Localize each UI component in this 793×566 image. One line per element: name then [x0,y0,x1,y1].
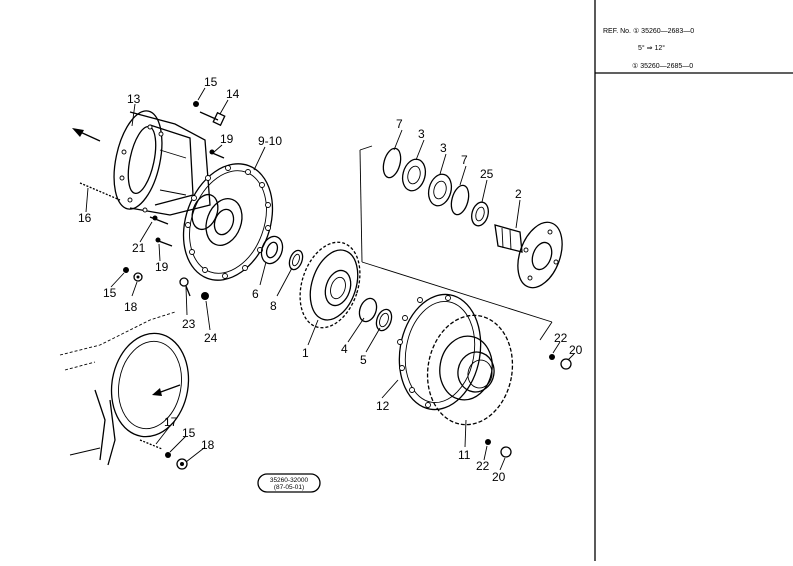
callout-5: 5 [360,353,367,367]
direction-arrow [72,128,101,142]
snap-ring-7-left [382,147,402,179]
nut-18-bottom [176,458,188,470]
part-23 [179,277,191,297]
washer-15-bottom [165,452,171,458]
callout-22-bottom: 22 [476,459,490,473]
callout-15-left: 15 [103,286,117,300]
callout-8: 8 [270,299,277,313]
washer-5 [375,308,393,332]
bolt-14 [199,111,226,127]
callout-22-top: 22 [554,331,568,345]
nut-20-top [560,358,572,370]
callout-7-right: 7 [461,153,468,167]
output-flange-shaft-2 [494,221,563,289]
callout-20-bottom: 20 [492,470,506,484]
callout-9-10: 9-10 [258,134,282,148]
callout-18-bottom: 18 [201,438,215,452]
callout-18-left: 18 [124,300,138,314]
nut-20-bottom [500,446,512,458]
callout-17: 17 [164,415,178,429]
bearing-3-left [401,158,427,192]
ref-angle: 5° ⇒ 12° [638,44,665,52]
transmission-housing-lower-left [59,311,190,466]
diagram-id-number: 35260-32000 [270,477,309,484]
bearing-subassembly-bracket [359,145,553,341]
callout-6: 6 [252,287,259,301]
callout-21: 21 [132,241,146,255]
callout-3-right: 3 [440,141,447,155]
callout-16: 16 [78,211,92,225]
diagram-id-stamp: 35260-32000 (87-05-01) [257,473,321,493]
bearing-6 [260,235,284,265]
diagram-id-date: (87-05-01) [274,484,304,491]
ref-number-1: REF. No. ① 35260—2683—0 [603,27,694,35]
leader-lines [85,87,575,471]
left-case-housing [113,110,211,216]
washer-22-top [549,354,555,360]
callout-7-left: 7 [396,117,403,131]
callout-25: 25 [480,167,494,181]
callout-23: 23 [182,317,196,331]
reference-box: REF. No. ① 35260—2683—0 5° ⇒ 12° ① 35260… [594,0,793,561]
nut-18-left [133,272,143,282]
stud-16 [79,182,121,201]
bolt-21 [149,215,169,225]
stud-17 [139,439,163,450]
washer-15-top [193,101,199,107]
bolt-19-top [209,149,225,159]
part-24 [201,292,209,300]
callout-15-bottom: 15 [182,426,196,440]
callout-19-top: 19 [220,132,234,146]
callout-14: 14 [226,87,240,101]
ref-number-2: ① 35260—2685—0 [632,62,693,70]
callout-numbers: 13 15 14 19 9-10 16 21 19 15 18 23 24 6 … [78,75,583,484]
differential-case-flange [182,163,274,281]
callout-2: 2 [515,187,522,201]
washer-22-bottom [485,439,491,445]
ring-gear [299,241,361,329]
bearing-8 [288,249,304,271]
callout-3-left: 3 [418,127,425,141]
washer-15-left [123,267,129,273]
callout-13: 13 [127,92,141,106]
bearing-3-right [427,173,453,207]
snap-ring-7-right [450,184,470,216]
washer-4 [358,297,378,323]
seal-25 [471,201,489,227]
callout-19-bottom: 19 [155,260,169,274]
bolt-19-bottom [155,237,173,247]
callout-15-top: 15 [204,75,218,89]
right-differential-case [397,293,514,426]
callout-20-top: 20 [569,343,583,357]
callout-12: 12 [376,399,390,413]
callout-24: 24 [204,331,218,345]
callout-11: 11 [458,448,471,462]
callout-1: 1 [302,346,309,360]
callout-4: 4 [341,342,348,356]
